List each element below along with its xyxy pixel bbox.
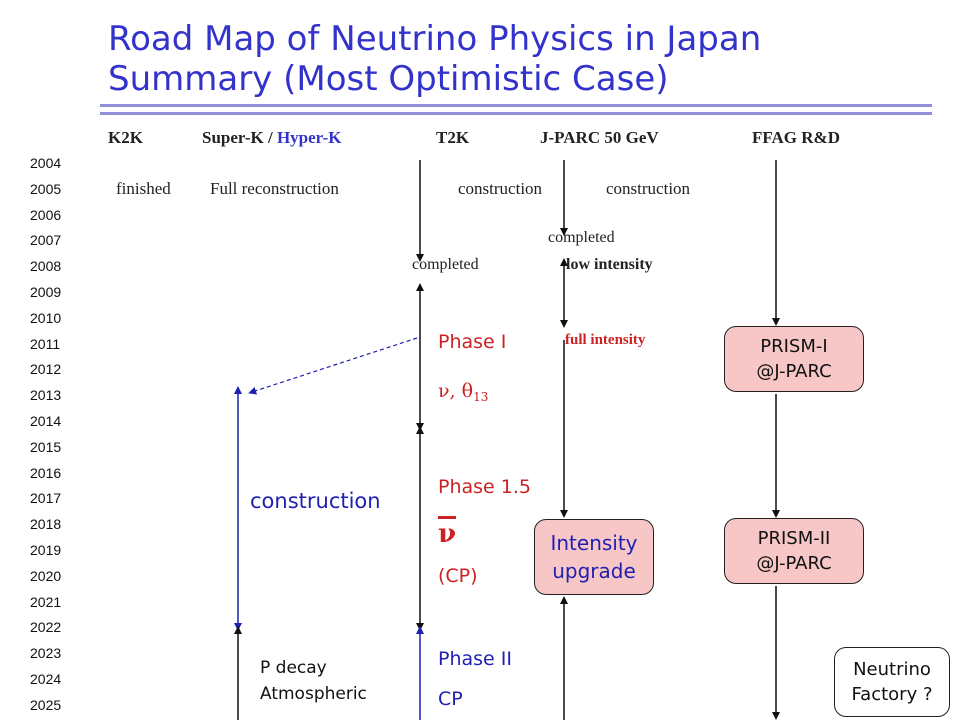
year-label: 2010 (30, 309, 62, 326)
title-rule-bottom (100, 112, 932, 115)
phase-1-detail: ν, θ13 (438, 380, 488, 404)
year-label: 2020 (30, 567, 62, 584)
year-label: 2013 (30, 387, 62, 404)
year-label: 2011 (30, 335, 61, 352)
antineutrino-symbol: ν (438, 516, 457, 547)
column-jparc: J-PARC 50 GeV (540, 128, 659, 147)
nufact-line2: Factory ? (851, 684, 933, 705)
column-slash: / (263, 128, 277, 147)
nu-theta-text: ν, θ (438, 380, 474, 402)
year-label: 2006 (30, 206, 62, 223)
nufact-line1: Neutrino (853, 659, 931, 680)
prism-2-line2: @J-PARC (756, 553, 832, 574)
prism-2-line1: PRISM-II (757, 528, 831, 549)
prism-1-line1: PRISM-I (760, 336, 828, 357)
cp-label: CP (438, 688, 463, 710)
column-ffag: FFAG R&D (752, 128, 840, 147)
year-label: 2025 (30, 696, 62, 713)
year-label: 2021 (30, 593, 62, 610)
prism-1-line2: @J-PARC (756, 361, 832, 382)
intensity-line2: upgrade (552, 559, 636, 583)
year-label: 2022 (30, 619, 62, 636)
prism-2-box: PRISM-II @J-PARC (724, 518, 864, 584)
year-label: 2023 (30, 645, 62, 662)
status-jparc-construction: construction (606, 179, 691, 198)
p-decay-label: P decay (260, 658, 327, 678)
status-finished: finished (116, 179, 171, 198)
column-superk-hyperk: Super-K / Hyper-K (202, 128, 341, 148)
phase-2-label: Phase II (438, 648, 512, 670)
title-rule-top (100, 104, 932, 107)
year-label: 2019 (30, 542, 62, 558)
year-label: 2016 (30, 464, 62, 481)
status-full-intensity: full intensity (565, 332, 646, 348)
column-k2k: K2K (108, 128, 143, 147)
year-label: 2014 (30, 413, 62, 429)
status-t2k-construction: construction (458, 179, 543, 198)
cp-paren-label: (CP) (438, 565, 478, 587)
status-low-intensity: low intensity (566, 256, 653, 273)
page-subtitle: Summary (Most Optimistic Case) (108, 59, 669, 99)
column-hyperk: Hyper-K (276, 128, 342, 147)
year-label: 2004 (30, 155, 62, 171)
column-t2k: T2K (436, 128, 470, 147)
theta-subscript: 13 (473, 390, 489, 404)
year-label: 2012 (30, 361, 62, 378)
phase-15-label: Phase 1.5 (438, 476, 531, 498)
intensity-line1: Intensity (550, 531, 638, 555)
column-superk: Super-K (202, 128, 264, 147)
phase-1-label: Phase I (438, 331, 507, 353)
status-t2k-completed: completed (412, 256, 479, 273)
year-label: 2017 (30, 490, 62, 507)
year-label: 2015 (30, 438, 62, 455)
intensity-upgrade-box: Intensity upgrade (534, 519, 654, 595)
year-label: 2024 (30, 671, 62, 687)
year-label: 2018 (30, 516, 62, 533)
year-label: 2005 (30, 180, 62, 197)
atmospheric-label: Atmospheric (260, 684, 367, 704)
status-full-reconstruction: Full reconstruction (210, 179, 339, 198)
prism-1-box: PRISM-I @J-PARC (724, 326, 864, 392)
year-label: 2009 (30, 284, 62, 300)
t2k-to-hyperk-dashed-arrow (248, 337, 418, 395)
hyperk-construction-label: construction (250, 489, 381, 513)
year-label: 2008 (30, 258, 62, 275)
page-title: Road Map of Neutrino Physics in Japan (108, 19, 762, 59)
year-label: 2007 (30, 232, 62, 249)
